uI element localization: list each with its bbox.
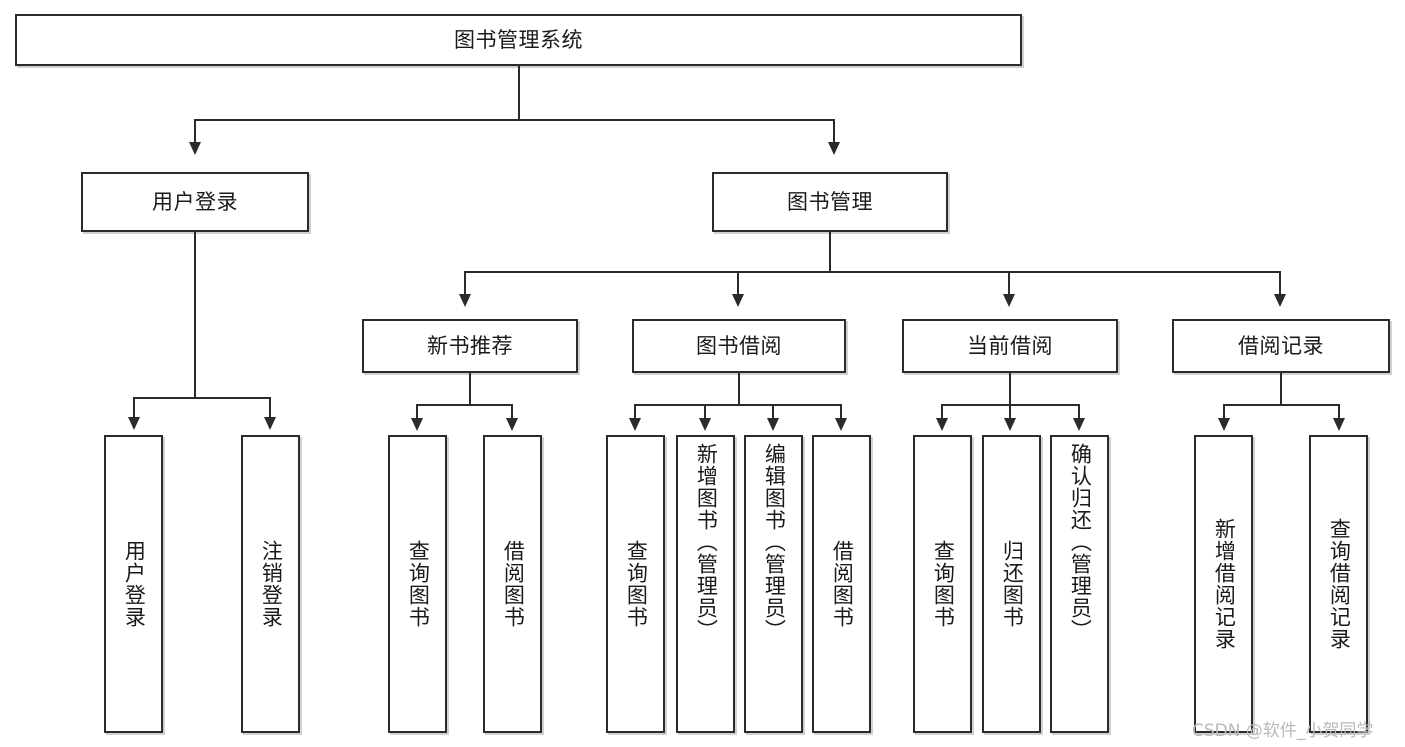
connector-root-to-book-mgmt bbox=[833, 119, 835, 144]
arrowhead-book-borrow bbox=[732, 294, 744, 307]
connector-new-book-bus bbox=[416, 404, 513, 406]
arrowhead-new-book-recommend bbox=[459, 294, 471, 307]
arrowhead-leaf-logout bbox=[264, 417, 276, 430]
leaf-confirm-return-admin[interactable]: 确认归还（管理员） bbox=[1050, 435, 1109, 733]
connector-to-current-borrow bbox=[1008, 271, 1010, 296]
node-label: 新书推荐 bbox=[427, 333, 513, 358]
connector-root-stem bbox=[518, 66, 520, 120]
leaf-borrow-book[interactable]: 借阅图书 bbox=[812, 435, 871, 733]
connector-user-login-leaf-1 bbox=[133, 397, 135, 419]
leaf-query-borrow-record[interactable]: 查询借阅记录 bbox=[1309, 435, 1368, 733]
connector-bb-leaf-4 bbox=[840, 404, 842, 420]
arrowhead-bb-leaf-4 bbox=[835, 418, 847, 431]
node-current-borrow[interactable]: 当前借阅 bbox=[902, 319, 1118, 373]
node-borrow-record[interactable]: 借阅记录 bbox=[1172, 319, 1390, 373]
arrowhead-bb-leaf-3 bbox=[767, 418, 779, 431]
connector-root-to-user-login bbox=[194, 119, 196, 144]
connector-cb-leaf-2 bbox=[1009, 404, 1011, 420]
arrowhead-cb-leaf-3 bbox=[1073, 418, 1085, 431]
arrowhead-bb-leaf-2 bbox=[699, 418, 711, 431]
node-label: 用户登录 bbox=[152, 189, 238, 214]
connector-user-login-stem bbox=[194, 232, 196, 398]
node-book-borrow[interactable]: 图书借阅 bbox=[632, 319, 846, 373]
connector-cb-leaf-1 bbox=[941, 404, 943, 420]
node-label: 图书管理 bbox=[787, 189, 873, 214]
connector-new-book-leaf-1 bbox=[416, 404, 418, 420]
leaf-label: 查询图书 bbox=[624, 540, 649, 628]
connector-level3-bus bbox=[464, 271, 1281, 273]
leaf-query-book-borrow[interactable]: 查询图书 bbox=[606, 435, 665, 733]
leaf-user-login[interactable]: 用户登录 bbox=[104, 435, 163, 733]
connector-book-mgmt-stem bbox=[829, 232, 831, 272]
leaf-label: 借阅图书 bbox=[830, 540, 855, 628]
arrowhead-leaf-user-login bbox=[128, 417, 140, 430]
csdn-watermark: CSDN @软件_小贺同学 bbox=[1192, 721, 1374, 741]
node-root-system[interactable]: 图书管理系统 bbox=[15, 14, 1022, 66]
connector-new-book-stem bbox=[469, 373, 471, 405]
leaf-borrow-book-recommend[interactable]: 借阅图书 bbox=[483, 435, 542, 733]
arrowhead-nb-leaf-2 bbox=[506, 418, 518, 431]
connector-bb-leaf-2 bbox=[704, 404, 706, 420]
leaf-label: 归还图书 bbox=[1000, 540, 1025, 628]
node-label: 图书管理系统 bbox=[454, 27, 583, 52]
leaf-label: 查询图书 bbox=[931, 540, 956, 628]
connector-to-borrow-record bbox=[1279, 271, 1281, 296]
connector-new-book-leaf-2 bbox=[511, 404, 513, 420]
arrowhead-br-leaf-2 bbox=[1333, 418, 1345, 431]
leaf-return-book[interactable]: 归还图书 bbox=[982, 435, 1041, 733]
connector-user-login-bus bbox=[133, 397, 270, 399]
leaf-add-book-admin[interactable]: 新增图书（管理员） bbox=[676, 435, 735, 733]
leaf-edit-book-admin[interactable]: 编辑图书（管理员） bbox=[744, 435, 803, 733]
arrowhead-book-mgmt bbox=[828, 142, 840, 155]
connector-bb-leaf-3 bbox=[772, 404, 774, 420]
leaf-label: 用户登录 bbox=[122, 540, 147, 628]
arrowhead-cb-leaf-2 bbox=[1004, 418, 1016, 431]
connector-br-leaf-1 bbox=[1223, 404, 1225, 420]
connector-bb-leaf-1 bbox=[634, 404, 636, 420]
connector-book-borrow-bus bbox=[634, 404, 842, 406]
node-label: 图书借阅 bbox=[696, 333, 782, 358]
leaf-label: 查询图书 bbox=[406, 540, 431, 628]
node-label: 当前借阅 bbox=[967, 333, 1053, 358]
arrowhead-cb-leaf-1 bbox=[936, 418, 948, 431]
leaf-label: 确认归还（管理员） bbox=[1068, 443, 1093, 641]
connector-user-login-leaf-2 bbox=[269, 397, 271, 419]
connector-borrow-record-stem bbox=[1280, 373, 1282, 405]
connector-borrow-record-bus bbox=[1223, 404, 1339, 406]
arrowhead-current-borrow bbox=[1003, 294, 1015, 307]
node-user-login[interactable]: 用户登录 bbox=[81, 172, 309, 232]
leaf-label: 新增图书（管理员） bbox=[694, 443, 719, 641]
leaf-label: 注销登录 bbox=[259, 540, 284, 628]
node-book-management[interactable]: 图书管理 bbox=[712, 172, 948, 232]
leaf-query-book-current[interactable]: 查询图书 bbox=[913, 435, 972, 733]
arrowhead-br-leaf-1 bbox=[1218, 418, 1230, 431]
arrowhead-bb-leaf-1 bbox=[629, 418, 641, 431]
connector-to-new-book bbox=[464, 271, 466, 296]
connector-book-borrow-stem bbox=[738, 373, 740, 405]
arrowhead-user-login bbox=[189, 142, 201, 155]
connector-root-bus bbox=[194, 119, 834, 121]
connector-cb-leaf-3 bbox=[1078, 404, 1080, 420]
leaf-label: 查询借阅记录 bbox=[1327, 518, 1352, 650]
arrowhead-borrow-record bbox=[1274, 294, 1286, 307]
leaf-label: 借阅图书 bbox=[501, 540, 526, 628]
connector-br-leaf-2 bbox=[1338, 404, 1340, 420]
leaf-query-book-recommend[interactable]: 查询图书 bbox=[388, 435, 447, 733]
node-new-book-recommend[interactable]: 新书推荐 bbox=[362, 319, 578, 373]
leaf-label: 编辑图书（管理员） bbox=[762, 443, 787, 641]
connector-current-borrow-stem bbox=[1009, 373, 1011, 405]
leaf-add-borrow-record[interactable]: 新增借阅记录 bbox=[1194, 435, 1253, 733]
leaf-label: 新增借阅记录 bbox=[1212, 518, 1237, 650]
arrowhead-nb-leaf-1 bbox=[411, 418, 423, 431]
connector-to-book-borrow bbox=[737, 271, 739, 296]
leaf-logout[interactable]: 注销登录 bbox=[241, 435, 300, 733]
node-label: 借阅记录 bbox=[1238, 333, 1324, 358]
